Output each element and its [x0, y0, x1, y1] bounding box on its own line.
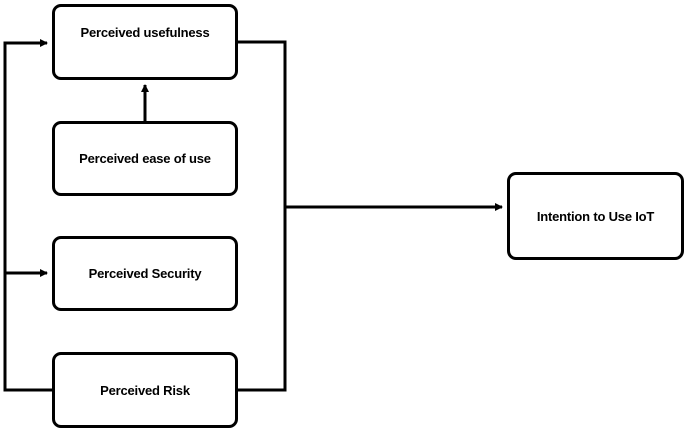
node-label-perceived-usefulness: Perceived usefulness [80, 25, 210, 40]
node-perceived-security: Perceived Security [52, 236, 238, 311]
node-perceived-ease-of-use: Perceived ease of use [52, 121, 238, 196]
node-intention-to-use-iot: Intention to Use IoT [507, 172, 684, 260]
node-perceived-risk: Perceived Risk [52, 352, 238, 428]
node-label-perceived-risk: Perceived Risk [100, 382, 190, 398]
node-label-perceived-security: Perceived Security [88, 266, 202, 281]
node-label-perceived-ease-of-use: Perceived ease of use [79, 151, 211, 166]
node-perceived-usefulness: Perceived usefulness [52, 4, 238, 80]
connector-right-collector [238, 40, 287, 392]
connector-risk-to-usefulness [3, 39, 52, 392]
node-label-intention-to-use-iot: Intention to Use IoT [536, 208, 655, 224]
